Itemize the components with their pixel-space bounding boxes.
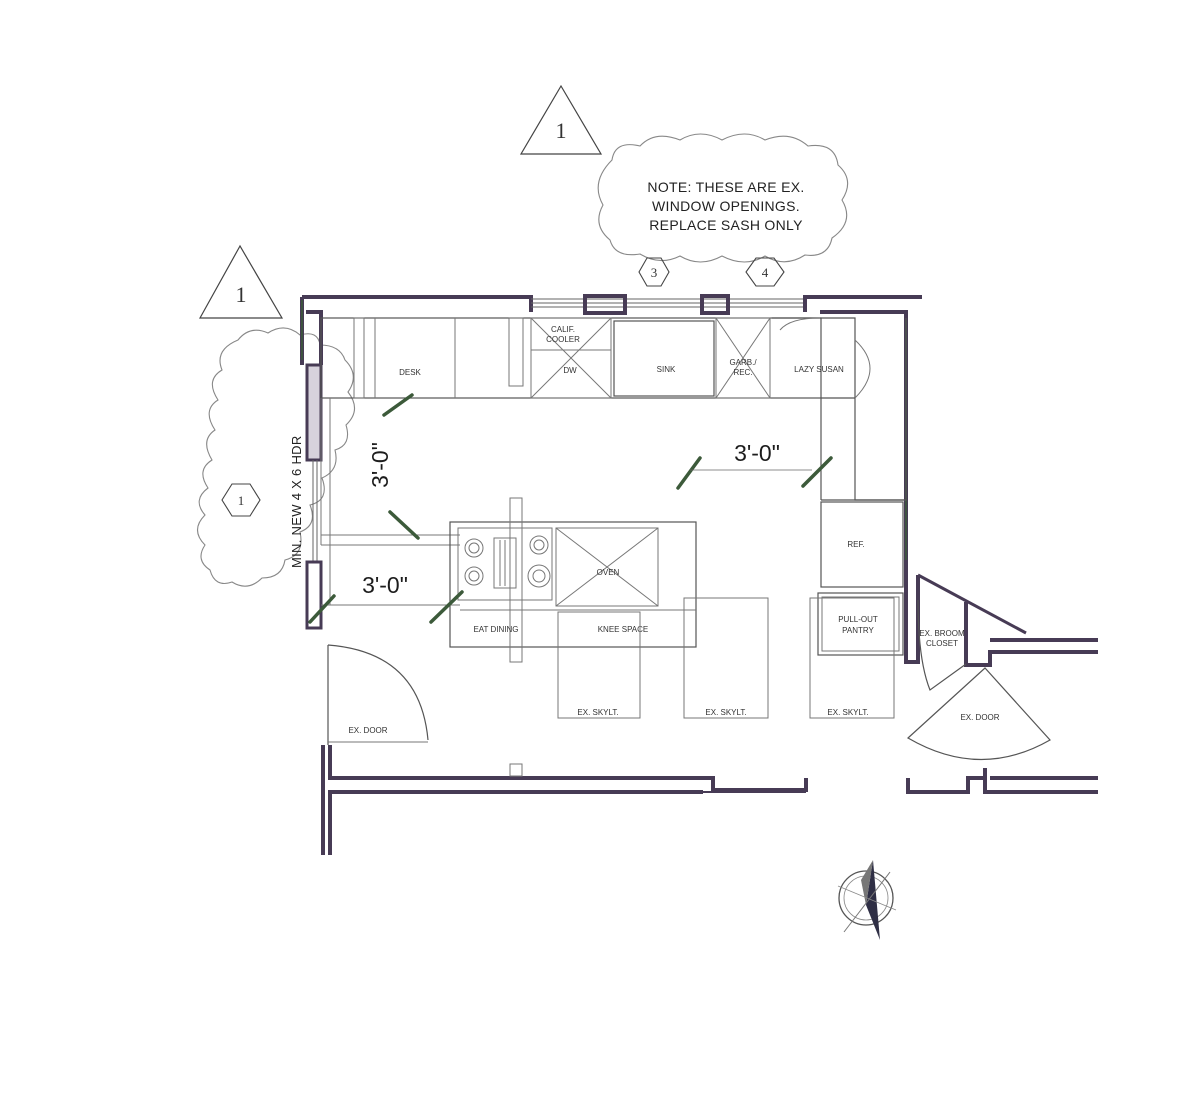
note-line-3: REPLACE SASH ONLY bbox=[649, 217, 803, 233]
window-tag-1-label: 1 bbox=[238, 493, 245, 508]
knee-space-label: KNEE SPACE bbox=[598, 625, 649, 634]
calif-cooler-label-2: COOLER bbox=[546, 335, 580, 344]
left-counter bbox=[320, 398, 460, 606]
skylight-2: EX. SKYLT. bbox=[683, 597, 769, 719]
island: OVEN EAT DINING KNEE SPACE bbox=[449, 497, 697, 663]
note-cloud: NOTE: THESE ARE EX. WINDOW OPENINGS. REP… bbox=[597, 133, 849, 263]
refrigerator: REF. bbox=[820, 501, 904, 588]
skylight-3-label: EX. SKYLT. bbox=[827, 708, 868, 717]
window-tag-4-label: 4 bbox=[762, 265, 769, 280]
dimension-upper-right-text: 3'-0" bbox=[734, 440, 780, 466]
pullout-label-2: PANTRY bbox=[842, 626, 874, 635]
left-cloud: 1 bbox=[196, 327, 356, 587]
dimension-left-text: 3'-0" bbox=[367, 442, 393, 488]
header-label: MIN. NEW 4 X 6 HDR bbox=[289, 435, 304, 568]
lazy-susan-label: LAZY SUSAN bbox=[794, 365, 844, 374]
eat-dining-label: EAT DINING bbox=[473, 625, 518, 634]
dimension-lower-left: 3'-0" bbox=[308, 572, 464, 624]
note-line-1: NOTE: THESE ARE EX. bbox=[647, 179, 804, 195]
dimension-lower-left-text: 3'-0" bbox=[362, 572, 408, 598]
window-tag-3: 3 bbox=[638, 257, 670, 287]
revision-triangle-left-label: 1 bbox=[236, 282, 247, 307]
broom-closet-label-1: EX. BROOM bbox=[919, 629, 965, 638]
door-right: EX. DOOR bbox=[906, 667, 1051, 761]
broom-closet: EX. BROOM CLOSET bbox=[917, 599, 967, 691]
revision-triangle-left: 1 bbox=[198, 244, 284, 319]
pullout-label-1: PULL-OUT bbox=[838, 615, 878, 624]
skylight-2-label: EX. SKYLT. bbox=[705, 708, 746, 717]
revision-triangle-top: 1 bbox=[519, 84, 603, 155]
note-line-2: WINDOW OPENINGS. bbox=[652, 198, 800, 214]
dw-label: DW bbox=[563, 366, 577, 375]
skylight-1: EX. SKYLT. bbox=[557, 611, 641, 719]
garb-label-2: REC. bbox=[733, 368, 752, 377]
broom-closet-label-2: CLOSET bbox=[926, 639, 958, 648]
exterior-walls bbox=[300, 294, 1098, 855]
north-arrow-icon bbox=[837, 860, 897, 940]
door-left: EX. DOOR bbox=[327, 644, 429, 745]
window-tag-4: 4 bbox=[745, 257, 785, 287]
window-tag-3-label: 3 bbox=[651, 265, 658, 280]
sink-label: SINK bbox=[657, 365, 676, 374]
top-counter: DESK CALIF. COOLER DW SINK GARB./ REC. L… bbox=[320, 317, 907, 501]
garb-label-1: GARB./ bbox=[729, 358, 757, 367]
desk-label: DESK bbox=[399, 368, 421, 377]
door-right-label: EX. DOOR bbox=[960, 713, 999, 722]
calif-cooler-label-1: CALIF. bbox=[551, 325, 575, 334]
dimension-left: 3'-0" bbox=[367, 393, 420, 540]
oven-label: OVEN bbox=[597, 568, 620, 577]
dimension-upper-right: 3'-0" bbox=[676, 440, 833, 490]
skylight-1-label: EX. SKYLT. bbox=[577, 708, 618, 717]
revision-triangle-top-label: 1 bbox=[556, 118, 567, 143]
ref-label: REF. bbox=[847, 540, 864, 549]
door-left-label: EX. DOOR bbox=[348, 726, 387, 735]
pullout-pantry: PULL-OUT PANTRY bbox=[817, 592, 904, 656]
skylight-3: EX. SKYLT. bbox=[809, 597, 895, 719]
